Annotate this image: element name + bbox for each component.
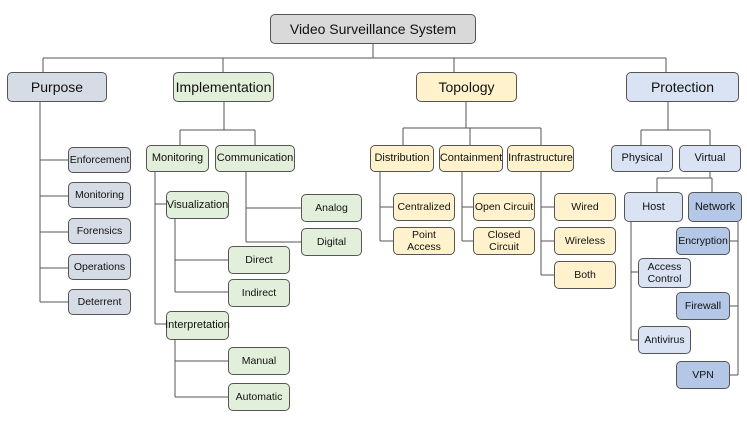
purpose-enforcement[interactable]: Enforcement — [68, 147, 131, 173]
impl-automatic[interactable]: Automatic — [228, 383, 290, 411]
impl-communication[interactable]: Communication — [215, 145, 295, 172]
topo-wireless[interactable]: Wireless — [554, 227, 616, 255]
category-purpose[interactable]: Purpose — [7, 72, 107, 102]
root-node[interactable]: Video Surveillance System — [270, 14, 476, 44]
category-protection[interactable]: Protection — [626, 72, 739, 102]
impl-interpretation[interactable]: Interpretation — [165, 311, 230, 340]
purpose-deterrent[interactable]: Deterrent — [68, 289, 131, 315]
impl-manual[interactable]: Manual — [228, 347, 290, 375]
impl-indirect[interactable]: Indirect — [228, 279, 290, 307]
topo-point-access[interactable]: Point Access — [393, 227, 455, 255]
topo-closed-circuit[interactable]: Closed Circuit — [473, 227, 535, 255]
prot-physical[interactable]: Physical — [611, 145, 673, 172]
topo-distribution[interactable]: Distribution — [370, 145, 434, 172]
prot-host[interactable]: Host — [624, 192, 683, 222]
topo-centralized[interactable]: Centralized — [393, 193, 455, 221]
prot-virtual[interactable]: Virtual — [679, 145, 741, 172]
prot-encryption[interactable]: Encryption — [676, 227, 730, 255]
category-implementation[interactable]: Implementation — [173, 72, 274, 102]
prot-access-control[interactable]: Access Control — [638, 258, 691, 288]
purpose-forensics[interactable]: Forensics — [68, 218, 131, 244]
topo-infrastructure[interactable]: Infrastructure — [507, 145, 574, 172]
impl-analog[interactable]: Analog — [301, 194, 362, 222]
impl-direct[interactable]: Direct — [228, 246, 290, 274]
topo-open-circuit[interactable]: Open Circuit — [473, 193, 535, 221]
prot-vpn[interactable]: VPN — [676, 361, 730, 389]
impl-digital[interactable]: Digital — [301, 228, 362, 256]
impl-monitoring[interactable]: Monitoring — [146, 145, 209, 172]
impl-visualization[interactable]: Visualization — [166, 191, 229, 219]
purpose-operations[interactable]: Operations — [68, 254, 131, 280]
purpose-monitoring[interactable]: Monitoring — [68, 182, 131, 208]
category-topology[interactable]: Topology — [416, 72, 517, 102]
prot-network[interactable]: Network — [688, 192, 742, 222]
prot-firewall[interactable]: Firewall — [676, 292, 730, 320]
topo-both[interactable]: Both — [554, 261, 616, 289]
prot-antivirus[interactable]: Antivirus — [638, 326, 691, 354]
topo-wired[interactable]: Wired — [554, 193, 616, 221]
topo-containment[interactable]: Containment — [439, 145, 503, 172]
